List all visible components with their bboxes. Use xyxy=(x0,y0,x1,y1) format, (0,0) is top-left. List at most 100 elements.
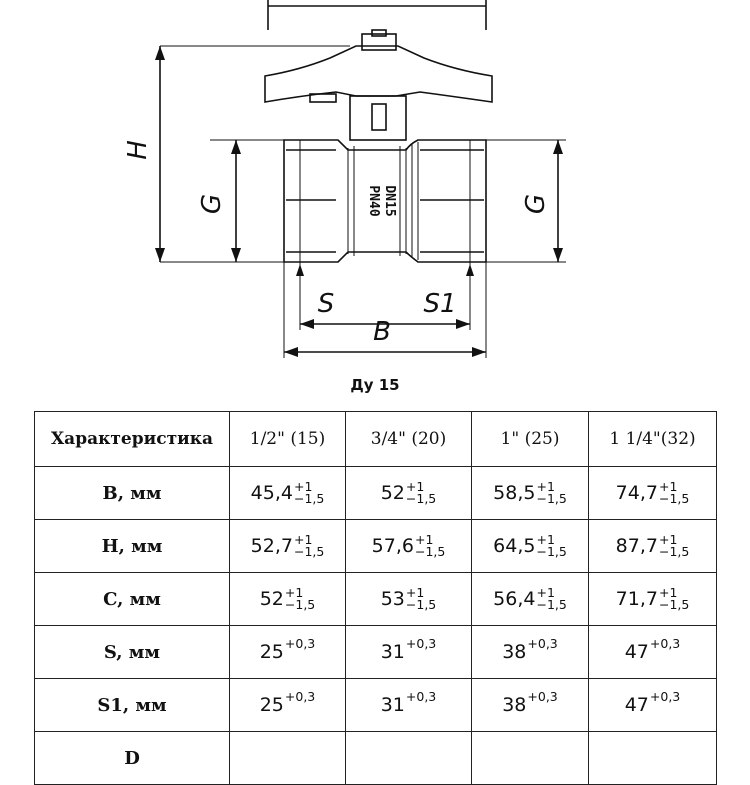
cell-value-group: 87,7+1−1,5 xyxy=(616,532,690,559)
tolerance-lower: −1,5 xyxy=(284,597,316,612)
tolerance-superscript: +0,3 xyxy=(405,688,437,704)
tolerance-upper: +1 xyxy=(284,585,304,600)
cell-value-group: 38+0,3 xyxy=(502,689,558,717)
table-cell: 31+0,3 xyxy=(345,678,472,732)
h-label: H xyxy=(123,140,153,160)
cell-value-group: 31+0,3 xyxy=(381,689,437,717)
cell-value-group: 45,4+1−1,5 xyxy=(250,480,325,506)
specification-table: Характеристика 1/2" (15) 3/4" (20) 1" (2… xyxy=(34,411,717,785)
table-cell: 25+0,3 xyxy=(229,625,346,679)
cell-value-group: 25+0,3 xyxy=(259,689,316,717)
table-cell xyxy=(229,731,346,785)
tolerance: +1−1,5 xyxy=(536,479,567,506)
cell-value-group: 47+0,3 xyxy=(624,689,681,717)
tolerance-lower: −1,5 xyxy=(293,544,325,559)
cell-value: 45,4 xyxy=(250,482,293,504)
table-cell: 52,7+1−1,5 xyxy=(229,519,346,573)
body-marking-dn: DN15 xyxy=(382,185,397,216)
cell-value: 47 xyxy=(624,694,649,716)
valve-technical-drawing: H G G S S1 B PN40 DN15 xyxy=(123,0,566,358)
table-cell: 58,5+1−1,5 xyxy=(471,466,589,520)
cell-value: 52,7 xyxy=(250,535,293,557)
tolerance-upper: +1 xyxy=(414,532,434,547)
tolerance-superscript: +0,3 xyxy=(284,688,316,704)
cell-value-group: 38+0,3 xyxy=(502,636,558,664)
tolerance-lower: −1,5 xyxy=(536,491,567,506)
cell-value-group: 52,7+1−1,5 xyxy=(250,532,325,559)
tolerance-superscript: +0,3 xyxy=(405,635,437,651)
body-marking-pn: PN40 xyxy=(366,185,381,216)
cell-value-group: 31+0,3 xyxy=(381,636,437,664)
tolerance: +1−1,5 xyxy=(658,532,690,559)
tolerance-lower: −1,5 xyxy=(405,597,437,612)
table-cell: 53+1−1,5 xyxy=(345,572,472,626)
tolerance-lower: −1,5 xyxy=(536,544,567,559)
tolerance-lower: −1,5 xyxy=(293,491,325,506)
cell-value: 64,5 xyxy=(493,535,536,557)
table-cell: 56,4+1−1,5 xyxy=(471,572,589,626)
row-label: D xyxy=(34,731,230,785)
tolerance-upper: +1 xyxy=(536,479,555,494)
column-header: 1/2" (15) xyxy=(229,411,346,467)
row-label: C, мм xyxy=(34,572,230,626)
tolerance-upper: +1 xyxy=(405,585,425,600)
tolerance-superscript: +0,3 xyxy=(527,688,558,704)
column-header: 3/4" (20) xyxy=(345,411,472,467)
cell-value: 71,7 xyxy=(615,588,658,610)
tolerance: +1−1,5 xyxy=(284,585,316,612)
table-cell: 45,4+1−1,5 xyxy=(229,466,346,520)
row-label: B, мм xyxy=(34,466,230,520)
cell-value: 38 xyxy=(502,641,527,663)
tolerance-upper: +1 xyxy=(405,479,425,494)
s1-label: S1 xyxy=(423,289,456,319)
cell-value-group: 74,7+1−1,5 xyxy=(615,479,690,506)
cell-value-group: 64,5+1−1,5 xyxy=(493,533,567,559)
cell-value: 56,4 xyxy=(493,588,536,610)
table-cell xyxy=(345,731,472,785)
cell-value: 74,7 xyxy=(615,482,658,504)
tolerance-superscript: +0,3 xyxy=(649,635,681,651)
tolerance: +1−1,5 xyxy=(405,585,437,612)
table-cell xyxy=(588,731,717,785)
table-cell: 71,7+1−1,5 xyxy=(588,572,717,626)
tolerance: +1−1,5 xyxy=(658,586,690,612)
column-header: 1 1/4"(32) xyxy=(588,411,717,467)
tolerance: +1−1,5 xyxy=(414,532,445,558)
table-header-row: Характеристика 1/2" (15) 3/4" (20) 1" (2… xyxy=(34,411,717,467)
b-label: B xyxy=(373,317,391,347)
drawing-caption: Ду 15 xyxy=(350,376,400,394)
tolerance: +1−1,5 xyxy=(405,479,436,505)
table-cell: 31+0,3 xyxy=(345,625,472,679)
tolerance-upper: +1 xyxy=(658,479,678,494)
tolerance: +1−1,5 xyxy=(293,532,325,559)
cell-value: 53 xyxy=(380,588,405,610)
cell-value-group: 57,6+1−1,5 xyxy=(372,532,446,558)
tolerance-lower: −1,5 xyxy=(658,544,690,559)
cell-value: 52 xyxy=(380,482,405,504)
table-row: D xyxy=(34,731,717,785)
table-cell xyxy=(471,731,589,785)
column-header: 1" (25) xyxy=(471,411,589,467)
tolerance-upper: +1 xyxy=(536,585,555,600)
tolerance-lower: −1,5 xyxy=(536,597,567,612)
cell-value: 25 xyxy=(259,641,284,663)
column-header: Характеристика xyxy=(34,411,230,467)
tolerance-superscript: +0,3 xyxy=(527,635,558,651)
table-cell: 38+0,3 xyxy=(471,625,589,679)
tolerance-upper: +1 xyxy=(293,532,313,547)
row-label: H, мм xyxy=(34,519,230,573)
tolerance-lower: −1,5 xyxy=(658,491,690,506)
cell-value-group: 25+0,3 xyxy=(259,636,316,664)
cell-value: 25 xyxy=(259,694,284,716)
cell-value: 38 xyxy=(502,694,527,716)
table-cell: 87,7+1−1,5 xyxy=(588,519,717,573)
tolerance-upper: +1 xyxy=(658,532,678,547)
tolerance-lower: −1,5 xyxy=(658,597,690,612)
tolerance: +1−1,5 xyxy=(536,533,567,559)
row-label: S1, мм xyxy=(34,678,230,732)
cell-value: 58,5 xyxy=(493,482,536,504)
